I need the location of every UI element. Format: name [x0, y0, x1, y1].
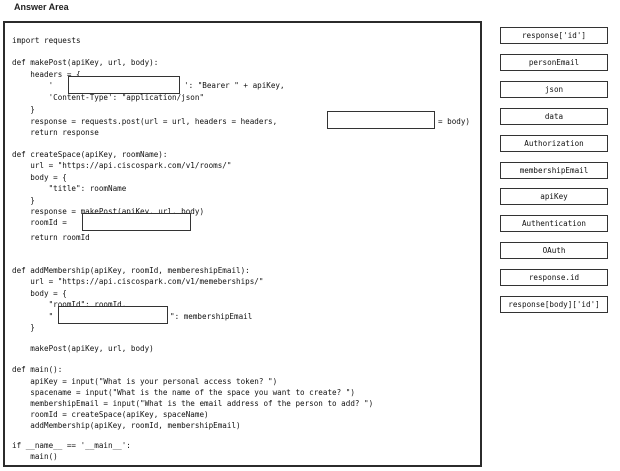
code-line: = body): [438, 117, 471, 126]
code-line: import requests: [12, 36, 81, 45]
code-line: body = {: [12, 173, 67, 182]
code-line: addMembership(apiKey, roomId, membership…: [12, 421, 241, 430]
drop-target-membership-field[interactable]: [58, 306, 168, 324]
code-line: roomId = createSpace(apiKey, spaceName): [12, 410, 209, 419]
code-line: def addMembership(apiKey, roomId, member…: [12, 266, 250, 275]
code-line: headers = {: [12, 70, 81, 79]
code-line: ": membershipEmail: [170, 312, 253, 321]
code-line: if __name__ == '__main__':: [12, 441, 131, 450]
code-line: ': [12, 81, 54, 90]
code-line: ": [12, 312, 54, 321]
code-line: ': "Bearer " + apiKey,: [184, 81, 285, 90]
option-response-id[interactable]: response['id']: [500, 27, 608, 44]
option-person-email[interactable]: personEmail: [500, 54, 608, 71]
code-line: def main():: [12, 365, 63, 374]
option-authorization[interactable]: Authorization: [500, 135, 608, 152]
option-response-body-id[interactable]: response[body]['id']: [500, 296, 608, 313]
option-membership-email[interactable]: membershipEmail: [500, 162, 608, 179]
code-line: spacename = input("What is the name of t…: [12, 388, 355, 397]
option-oauth[interactable]: OAuth: [500, 242, 608, 259]
code-line: }: [12, 196, 35, 205]
code-panel: [3, 21, 482, 467]
code-line: membershipEmail = input("What is the ema…: [12, 399, 374, 408]
code-line: response = requests.post(url = url, head…: [12, 117, 278, 126]
code-line: "title": roomName: [12, 184, 127, 193]
code-line: def makePost(apiKey, url, body):: [12, 58, 159, 67]
option-data[interactable]: data: [500, 108, 608, 125]
code-line: main(): [12, 452, 58, 461]
option-authentication[interactable]: Authentication: [500, 215, 608, 232]
code-line: apiKey = input("What is your personal ac…: [12, 377, 278, 386]
answer-area-title: Answer Area: [14, 2, 69, 12]
code-line: body = {: [12, 289, 67, 298]
code-line: "roomId": roomId,: [12, 300, 127, 309]
option-apikey[interactable]: apiKey: [500, 188, 608, 205]
code-line: }: [12, 323, 35, 332]
code-line: return response: [12, 128, 99, 137]
code-line: }: [12, 105, 35, 114]
drop-target-header-key[interactable]: [68, 76, 180, 94]
option-response-dot-id[interactable]: response.id: [500, 269, 608, 286]
code-line: return roomId: [12, 233, 90, 242]
drop-target-roomid[interactable]: [82, 213, 191, 231]
code-line: url = "https://api.ciscospark.com/v1/roo…: [12, 161, 232, 170]
code-line: url = "https://api.ciscospark.com/v1/mem…: [12, 277, 264, 286]
code-line: response = makePost(apiKey, url, body): [12, 207, 205, 216]
code-line: makePost(apiKey, url, body): [12, 344, 154, 353]
option-json[interactable]: json: [500, 81, 608, 98]
drop-target-post-param[interactable]: [327, 111, 435, 129]
code-line: def createSpace(apiKey, roomName):: [12, 150, 168, 159]
code-line: 'Content-Type': "application/json": [12, 93, 205, 102]
code-line: roomId =: [12, 218, 67, 227]
